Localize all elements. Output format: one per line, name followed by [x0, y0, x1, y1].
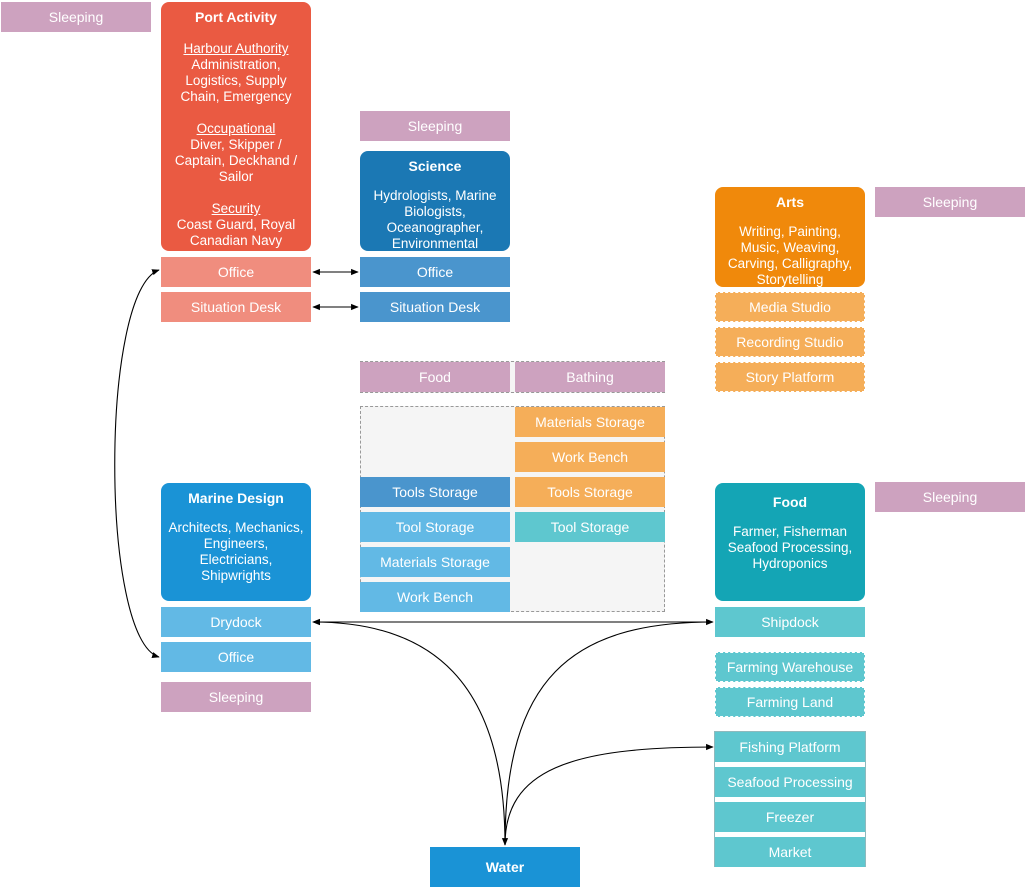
science-card[interactable]: Science Hydrologists, Marine Biologists,…	[360, 151, 510, 251]
edge-shipdock-water	[501, 621, 714, 846]
arts-body: Writing, Painting, Music, Weaving, Carvi…	[727, 224, 853, 287]
harbour-authority-section: Harbour Authority Administration, Logist…	[167, 41, 305, 105]
sleeping-marine[interactable]: Sleeping	[161, 682, 311, 712]
marine-design-body: Architects, Mechanics, Engineers, Electr…	[168, 520, 304, 583]
security-body: Coast Guard, Royal Canadian Navy	[176, 217, 296, 248]
water-node[interactable]: Water	[430, 847, 580, 887]
science-title: Science	[408, 158, 462, 174]
workshop-right-materials-storage[interactable]: Materials Storage	[515, 407, 665, 437]
port-situation-desk[interactable]: Situation Desk	[161, 292, 311, 322]
science-body: Hydrologists, Marine Biologists, Oceanog…	[373, 188, 497, 251]
occupational-body: Diver, Skipper / Captain, Deckhand / Sai…	[174, 137, 298, 184]
workshop-right-tools-storage[interactable]: Tools Storage	[515, 477, 665, 507]
arts-card[interactable]: Arts Writing, Painting, Music, Weaving, …	[715, 187, 865, 287]
port-office[interactable]: Office	[161, 257, 311, 287]
food-farming-land[interactable]: Farming Land	[715, 687, 865, 717]
arts-recording-studio[interactable]: Recording Studio	[715, 327, 865, 357]
food-body: Farmer, Fisherman Seafood Processing, Hy…	[727, 524, 853, 571]
food-title: Food	[772, 494, 808, 510]
edge-water-fishing	[504, 743, 714, 846]
food-shipdock[interactable]: Shipdock	[715, 607, 865, 637]
food-seafood-processing[interactable]: Seafood Processing	[715, 767, 865, 797]
port-activity-card[interactable]: Port Activity Harbour Authority Administ…	[161, 2, 311, 251]
science-situation-desk[interactable]: Situation Desk	[360, 292, 510, 322]
arts-story-platform[interactable]: Story Platform	[715, 362, 865, 392]
sleeping-science[interactable]: Sleeping	[360, 111, 510, 141]
food-market[interactable]: Market	[715, 837, 865, 867]
food-freezer[interactable]: Freezer	[715, 802, 865, 832]
marine-design-card[interactable]: Marine Design Architects, Mechanics, Eng…	[161, 483, 311, 601]
arts-title: Arts	[775, 194, 804, 210]
occupational-section: Occupational Diver, Skipper / Captain, D…	[167, 121, 305, 185]
science-office[interactable]: Office	[360, 257, 510, 287]
food-farming-warehouse[interactable]: Farming Warehouse	[715, 652, 865, 682]
workshop-left-tools-storage[interactable]: Tools Storage	[360, 477, 510, 507]
food-fishing-platform[interactable]: Fishing Platform	[715, 732, 865, 762]
security-section: Security Coast Guard, Royal Canadian Nav…	[167, 201, 305, 249]
harbour-authority-heading: Harbour Authority	[183, 41, 289, 56]
arts-media-studio[interactable]: Media Studio	[715, 292, 865, 322]
marine-design-title: Marine Design	[188, 490, 284, 506]
edge-port-office-marine-office	[114, 269, 160, 658]
workshop-region	[360, 406, 665, 612]
workshop-left-materials-storage[interactable]: Materials Storage	[360, 547, 510, 577]
food-card[interactable]: Food Farmer, Fisherman Seafood Processin…	[715, 483, 865, 601]
workshop-right-tool-storage[interactable]: Tool Storage	[515, 512, 665, 542]
edge-water-drydock	[312, 618, 506, 846]
shared-bathing[interactable]: Bathing	[515, 362, 665, 392]
shared-food[interactable]: Food	[360, 362, 510, 392]
sleeping-arts[interactable]: Sleeping	[875, 187, 1025, 217]
port-activity-title: Port Activity	[195, 9, 277, 25]
marine-office[interactable]: Office	[161, 642, 311, 672]
sleeping-top-left[interactable]: Sleeping	[1, 2, 151, 32]
workshop-right-work-bench[interactable]: Work Bench	[515, 442, 665, 472]
workshop-left-work-bench[interactable]: Work Bench	[360, 582, 510, 612]
workshop-left-tool-storage[interactable]: Tool Storage	[360, 512, 510, 542]
harbour-authority-body: Administration, Logistics, Supply Chain,…	[180, 57, 292, 104]
marine-drydock[interactable]: Drydock	[161, 607, 311, 637]
sleeping-food[interactable]: Sleeping	[875, 482, 1025, 512]
occupational-heading: Occupational	[196, 121, 276, 136]
security-heading: Security	[211, 201, 261, 216]
